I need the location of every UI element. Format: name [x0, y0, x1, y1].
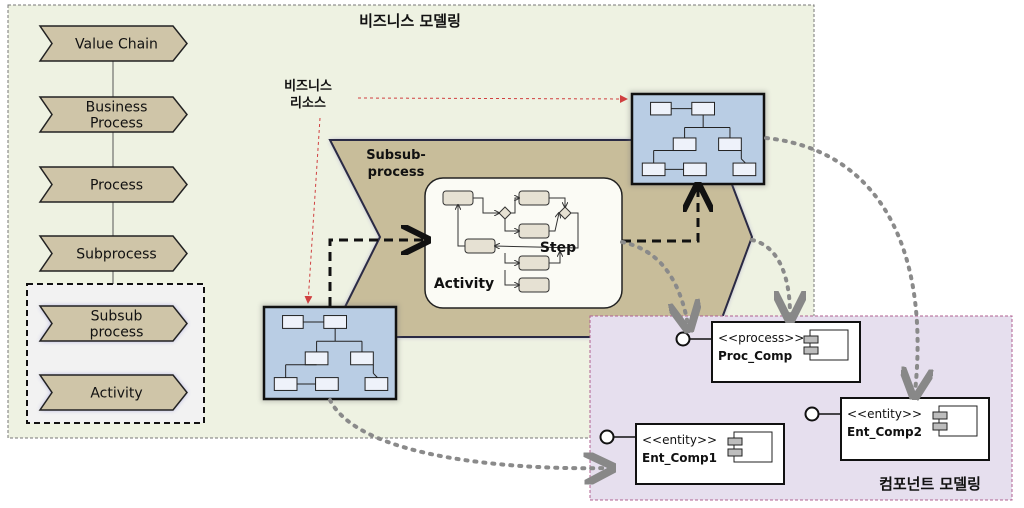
interface-icon: [675, 331, 691, 347]
business-modeling-title: 비즈니스 모델링: [359, 12, 461, 30]
hierarchy-level-1: [38, 96, 188, 133]
component-icon: [809, 329, 849, 361]
hierarchy-label: Business: [86, 100, 148, 116]
business-resource-label-2: 리소스: [290, 95, 326, 111]
hierarchy-label: Process: [90, 178, 143, 194]
activity-label: Activity: [434, 276, 494, 292]
hierarchy-label: Activity: [90, 386, 142, 402]
hierarchy-label: Process: [90, 116, 143, 132]
subsubprocess-label-2: process: [368, 165, 425, 180]
interface-icon: [599, 429, 615, 445]
hierarchy-level-0: [38, 25, 188, 62]
hierarchy-label: process: [90, 325, 144, 341]
component-modeling-title: 컴포넌트 모델링: [879, 475, 981, 493]
component-name: Ent_Comp1: [642, 451, 717, 466]
hierarchy-level-2: [38, 166, 188, 203]
hierarchy-label: Subsub: [91, 309, 143, 325]
component-icon: [938, 405, 978, 437]
component-stereotype: <<entity>>: [847, 407, 922, 421]
component-stereotype: <<entity>>: [642, 433, 717, 447]
hierarchy-label: Subprocess: [76, 247, 156, 263]
hierarchy-level-4: [38, 305, 188, 342]
interface-icon: [804, 406, 820, 422]
component-name: Ent_Comp2: [847, 425, 922, 440]
step-label: Step: [540, 240, 576, 256]
hierarchy-level-5: [38, 374, 188, 411]
hierarchy-label: Value Chain: [75, 37, 158, 53]
component-name: Proc_Comp: [718, 349, 793, 364]
hierarchy-level-3: [38, 235, 188, 272]
component-stereotype: <<process>>: [718, 331, 804, 345]
subsubprocess-label-1: Subsub-: [366, 148, 426, 163]
component-icon: [733, 431, 773, 463]
business-resource-label-1: 비즈니스: [284, 79, 332, 94]
